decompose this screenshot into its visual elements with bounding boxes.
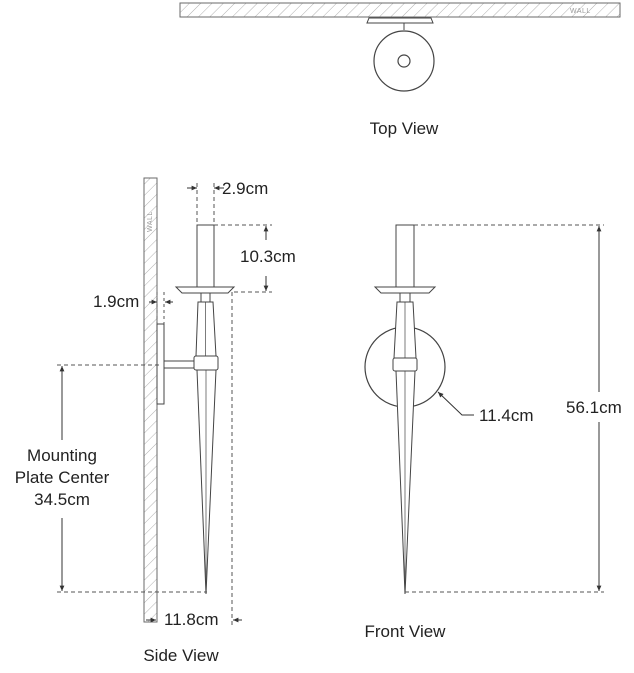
front-collar [392, 357, 418, 372]
side-mount-plate [156, 323, 165, 405]
side-bobeche [174, 286, 236, 294]
front-candle [395, 224, 415, 288]
side-arm [163, 360, 196, 369]
front-spike [395, 370, 416, 595]
side-collar [193, 355, 219, 371]
front-view: 11.4cm 56.1cm Front View [364, 224, 622, 641]
side-wall [143, 177, 158, 623]
dim-cup-height: 10.3cm [240, 247, 296, 266]
side-spike [196, 369, 217, 595]
dim-top-width: 2.9cm [222, 179, 268, 198]
top-wall [179, 2, 621, 18]
top-socket [397, 54, 411, 68]
top-wall-label: WALL [570, 8, 591, 15]
front-bobeche [373, 286, 437, 294]
side-view: WALL 2.9cm 10.3cm 1.9cm [15, 177, 296, 665]
dim-mount-line1: Mounting [27, 446, 97, 465]
side-upper-body [195, 301, 217, 357]
side-candle [196, 224, 215, 288]
top-mount-bar [366, 17, 434, 24]
top-view-label: Top View [370, 119, 439, 138]
side-view-label: Side View [143, 646, 219, 665]
dim-depth: 11.8cm [164, 610, 219, 629]
front-view-label: Front View [365, 622, 447, 641]
dim-plate-diameter: 11.4cm [479, 406, 534, 425]
dim-mount-value: 34.5cm [34, 490, 90, 509]
dim-mount-line2: Plate Center [15, 468, 110, 487]
dim-projection: 1.9cm [93, 292, 139, 311]
side-neck [200, 292, 211, 303]
side-wall-label: WALL [147, 211, 154, 232]
top-view: WALL Top View [179, 2, 621, 138]
dim-overall-height: 56.1cm [566, 398, 622, 417]
